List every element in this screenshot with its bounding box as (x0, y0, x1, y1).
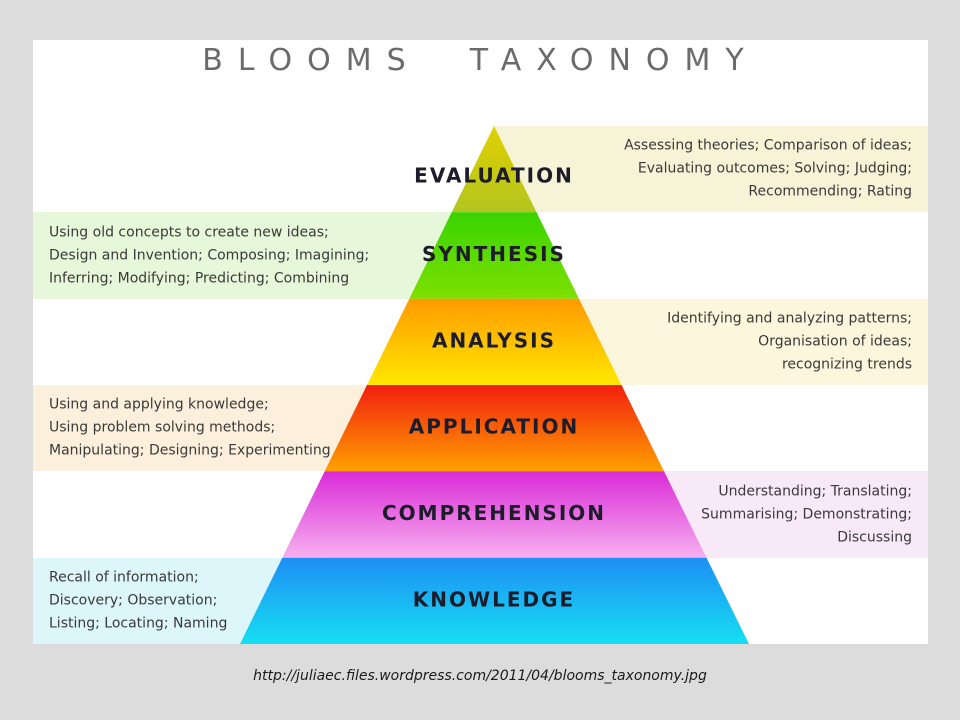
diagram-card: BLOOMS TAXONOMY Assessing theories; Comp… (33, 40, 928, 644)
level-label: SYNTHESIS (422, 242, 566, 266)
description-line: Using and applying knowledge; (49, 396, 269, 413)
description-line: Discovery; Observation; (49, 592, 218, 609)
description-line: Manipulating; Designing; Experimenting (49, 442, 331, 459)
band-evaluation: Assessing theories; Comparison of ideas;… (494, 126, 928, 212)
description-line: Using problem solving methods; (49, 419, 276, 436)
tier-analysis (367, 298, 622, 385)
taxonomy-pyramid: EVALUATION SYNTHESIS ANALYSIS APPLICATION CO… (240, 126, 749, 644)
level-description: Using old concepts to create new ideas; D… (49, 221, 369, 290)
level-label: KNOWLEDGE (413, 587, 575, 611)
diagram-title: BLOOMS TAXONOMY (202, 43, 759, 78)
description-line: recognizing trends (781, 356, 912, 373)
level-description: Understanding; Translating; Summarising; … (701, 480, 912, 549)
description-line: Discussing (837, 529, 912, 545)
level-label: ANALYSIS (432, 328, 556, 352)
source-caption: http://juliaec.files.wordpress.com/2011/… (253, 668, 707, 684)
description-line: Using old concepts to create new ideas; (49, 224, 329, 240)
description-line: Recall of information; (49, 569, 199, 586)
description-line: Summarising; Demonstrating; (701, 506, 912, 522)
description-line: Evaluating outcomes; Solving; Judging; (637, 160, 912, 177)
tier-knowledge (240, 557, 749, 644)
description-line: Organisation of ideas; (758, 333, 912, 350)
description-line: Listing; Locating; Naming (49, 615, 228, 632)
level-label: EVALUATION (414, 164, 574, 188)
tier-comprehension (282, 471, 707, 558)
level-label: COMPREHENSION (382, 501, 606, 525)
description-line: Understanding; Translating; (718, 483, 912, 499)
level-description: Recall of information; Discovery; Observa… (49, 567, 227, 636)
description-line: Recommending; Rating (748, 183, 912, 200)
description-line: Design and Invention; Composing; Imagini… (49, 247, 370, 263)
tier-synthesis (409, 212, 579, 299)
description-line: Assessing theories; Comparison of ideas; (624, 137, 912, 154)
tier-evaluation (451, 126, 537, 213)
level-label: APPLICATION (409, 415, 579, 439)
level-description: Identifying and analyzing patterns; Organ… (667, 308, 912, 377)
tier-application (324, 385, 664, 472)
level-description: Using and applying knowledge; Using probl… (49, 394, 331, 463)
level-description: Assessing theories; Comparison of ideas;… (624, 135, 912, 204)
description-line: Identifying and analyzing patterns; (667, 310, 912, 327)
description-line: Inferring; Modifying; Predicting; Combin… (49, 270, 350, 286)
